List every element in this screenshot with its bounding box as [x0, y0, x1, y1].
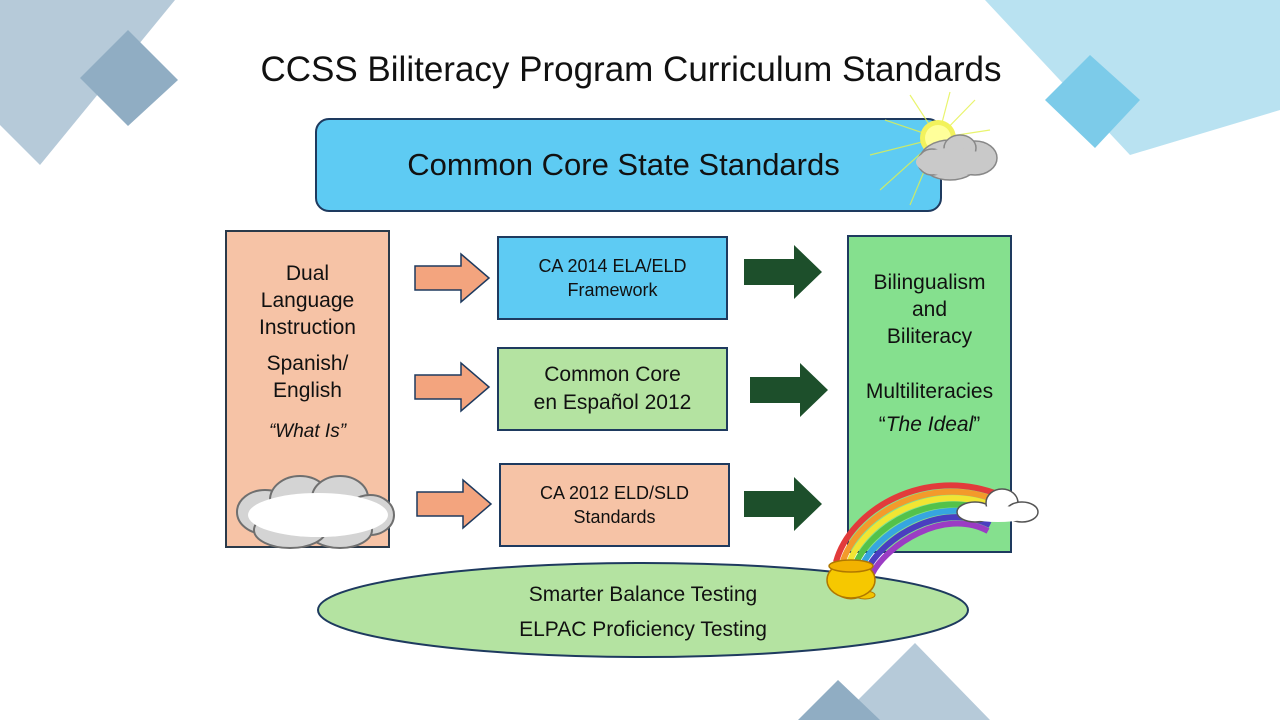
bilingualism-line: Bilingualism — [873, 271, 986, 294]
diamond-shape — [1045, 55, 1140, 148]
spanish-english-line: English — [273, 379, 342, 402]
elpac-line: ELPAC Proficiency Testing — [519, 618, 767, 641]
dual-language-line: Dual — [285, 262, 330, 285]
ela-eld-framework-line: Framework — [567, 280, 658, 300]
diamond-shape — [798, 680, 880, 720]
what-is-caption: “What Is” — [268, 421, 347, 442]
the-ideal-text: The Ideal — [885, 413, 974, 436]
smarter-balance-line: Smarter Balance Testing — [528, 583, 758, 606]
common-core-espanol-line: Common Core — [544, 363, 681, 386]
common-core-espanol-box: Common Core en Español 2012 — [497, 347, 728, 431]
gray-cloud-icon — [236, 475, 395, 549]
diamond-shape — [838, 643, 990, 720]
arrow-right-icon — [414, 361, 491, 413]
sun-cloud-icon — [869, 91, 998, 206]
common-core-box: Common Core State Standards — [315, 118, 942, 212]
arrow-right-icon — [414, 252, 491, 304]
arrow-right-icon — [744, 477, 822, 531]
spanish-english-line: Spanish/ — [266, 352, 349, 375]
eld-sld-standards-line: CA 2012 ELD/SLD — [539, 483, 690, 503]
arrow-right-icon — [416, 478, 493, 530]
common-core-label: Common Core State Standards — [407, 147, 840, 182]
pot-of-gold-icon — [826, 559, 876, 600]
dual-language-line: Language — [260, 289, 355, 312]
common-core-espanol-line: en Español 2012 — [533, 391, 692, 414]
page-title: CCSS Biliteracy Program Curriculum Stand… — [260, 50, 1002, 89]
ela-eld-framework-line: CA 2014 ELA/ELD — [538, 256, 687, 276]
dual-language-line: Instruction — [259, 316, 356, 339]
arrow-right-icon — [750, 363, 828, 417]
bilingualism-line: and — [911, 298, 948, 321]
quote-mark: ” — [973, 413, 981, 436]
eld-sld-standards-box: CA 2012 ELD/SLD Standards — [499, 463, 730, 547]
testing-text: Smarter Balance Testing ELPAC Proficienc… — [318, 577, 968, 647]
diamond-shape — [985, 0, 1280, 155]
quote-mark: “ — [878, 413, 886, 436]
ela-eld-framework-box: CA 2014 ELA/ELD Framework — [497, 236, 728, 320]
bilingualism-line: Biliteracy — [886, 325, 973, 348]
the-ideal-caption: “The Ideal” — [849, 413, 1010, 437]
diamond-shape — [80, 30, 178, 126]
arrow-right-icon — [744, 245, 822, 299]
multiliteracies-line: Multiliteracies — [865, 380, 994, 403]
eld-sld-standards-line: Standards — [573, 507, 656, 527]
